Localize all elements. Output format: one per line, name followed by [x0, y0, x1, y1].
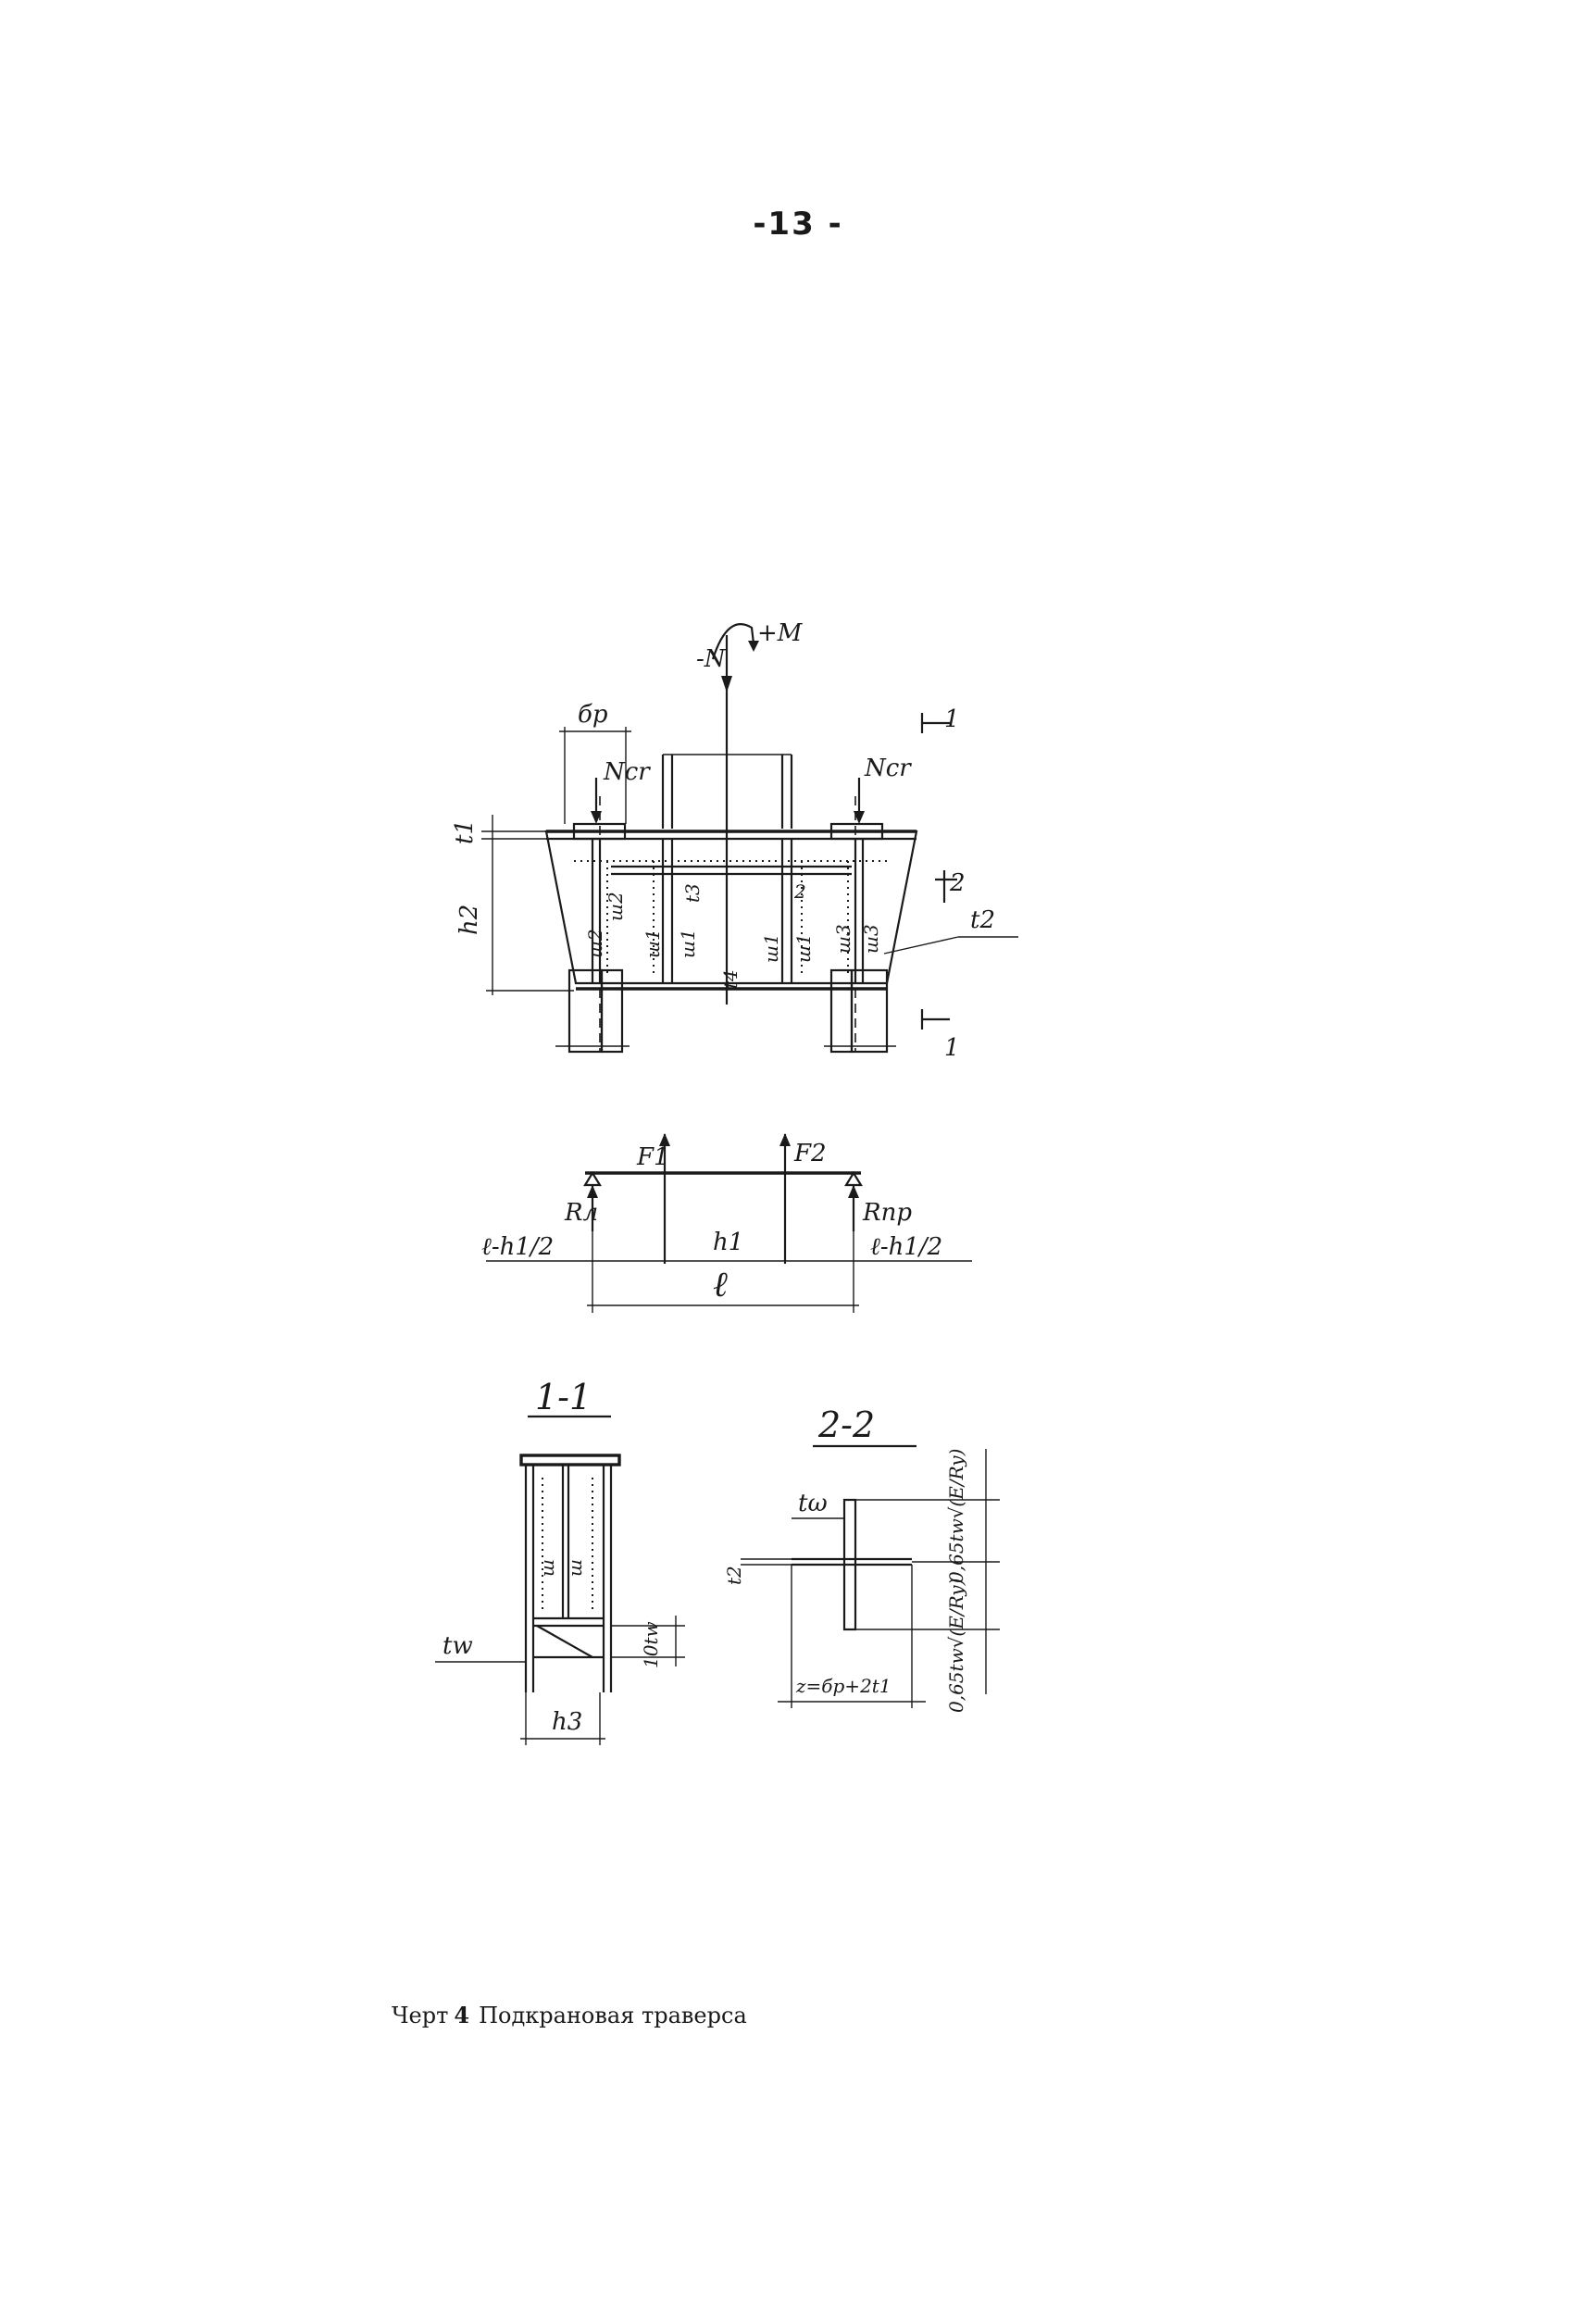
label-weld-w3-a: ш3	[832, 924, 854, 954]
load-left-arrow	[591, 811, 602, 824]
caption-prefix: Черт	[392, 2003, 449, 2028]
label-weld-w3-b: ш3	[860, 924, 882, 954]
label-F2: F2	[793, 1140, 827, 1167]
section-2-2: 2-2 tω t2 z=бр+2t1 0,65tw√(E/Ry	[723, 1404, 1000, 1713]
label-s22-t2: t2	[723, 1566, 745, 1585]
label-h2: h2	[455, 905, 483, 935]
label-h1: h1	[713, 1229, 743, 1256]
label-t3: t3	[681, 883, 704, 903]
label-s22-dim-upper: 0,65tw√(E/Ry)	[945, 1449, 967, 1583]
load-right-arrow	[854, 811, 865, 824]
label-F1: F1	[636, 1143, 669, 1171]
label-section-1-bottom: 1	[944, 1034, 960, 1062]
traverse-outline	[544, 830, 918, 985]
label-weld-w1-b: ш1	[677, 929, 699, 958]
section-1-1: 1-1 ш ш tw 10tw	[435, 1377, 685, 1745]
force-F1-arrow	[659, 1133, 670, 1146]
label-t1: t1	[451, 819, 479, 844]
page-number: -13 -	[753, 206, 843, 243]
label-force-N: -N	[696, 645, 727, 673]
label-s22-tw: tω	[798, 1490, 828, 1517]
label-t2: t2	[970, 906, 995, 934]
label-moment-M: +M	[757, 619, 804, 647]
label-s11-10tw: 10tw	[640, 1621, 662, 1668]
label-weld-w2-b: ш2	[605, 892, 627, 921]
label-span: ℓ	[713, 1264, 728, 1304]
caption-text: Подкрановая траверса	[479, 2003, 747, 2028]
force-arrowhead	[721, 676, 732, 693]
support-left	[583, 1170, 602, 1187]
label-s11-h3: h3	[552, 1708, 582, 1736]
label-weld-w2-a: ш2	[584, 929, 606, 958]
label-s11-tw: tw	[443, 1632, 473, 1660]
label-weld-w1-c: ш1	[760, 933, 782, 963]
main-view: -N +M	[451, 619, 1018, 1062]
beam-scheme: F1 F2 Rл Rпр ℓ-h1/2 h1 ℓ-h1/2 ℓ	[481, 1133, 972, 1313]
label-bp: бр	[578, 701, 608, 729]
label-R-right: Rпр	[862, 1199, 912, 1227]
label-s22-z: z=бр+2t1	[795, 1675, 892, 1697]
label-load-right: Ncr	[864, 755, 912, 782]
label-s22-dim-lower: 0,65tw√(E/Ry)	[945, 1579, 967, 1713]
right-bearing-plate	[829, 822, 884, 841]
left-branch-inner	[600, 968, 624, 1054]
right-branch-outer	[850, 968, 889, 1054]
label-weld-w1-a: ш1	[642, 929, 664, 958]
leader-t2	[883, 936, 959, 955]
label-section-2: 2	[949, 869, 966, 897]
caption-number: 4	[454, 2002, 470, 2028]
moment-arrowhead	[748, 641, 759, 652]
s11-top-flange	[519, 1454, 621, 1467]
force-F2-arrow	[779, 1133, 791, 1146]
label-weld-w1-d: ш1	[792, 933, 815, 963]
section-1-1-title: 1-1	[535, 1377, 592, 1417]
label-load-left: Ncr	[603, 758, 651, 786]
label-t4: t4	[719, 969, 742, 989]
section-2-2-title: 2-2	[817, 1404, 875, 1445]
moment-arc	[711, 623, 755, 660]
label-section-2-inner: 2	[793, 880, 806, 903]
label-section-1-top: 1	[944, 705, 960, 733]
label-s11-weld-1: ш	[536, 1559, 558, 1577]
s11-diagonal	[536, 1625, 593, 1658]
label-s11-weld-2: ш	[564, 1559, 586, 1577]
label-overhang-left: ℓ-h1/2	[481, 1233, 554, 1261]
label-overhang-right: ℓ-h1/2	[870, 1233, 942, 1261]
support-right	[844, 1170, 863, 1187]
